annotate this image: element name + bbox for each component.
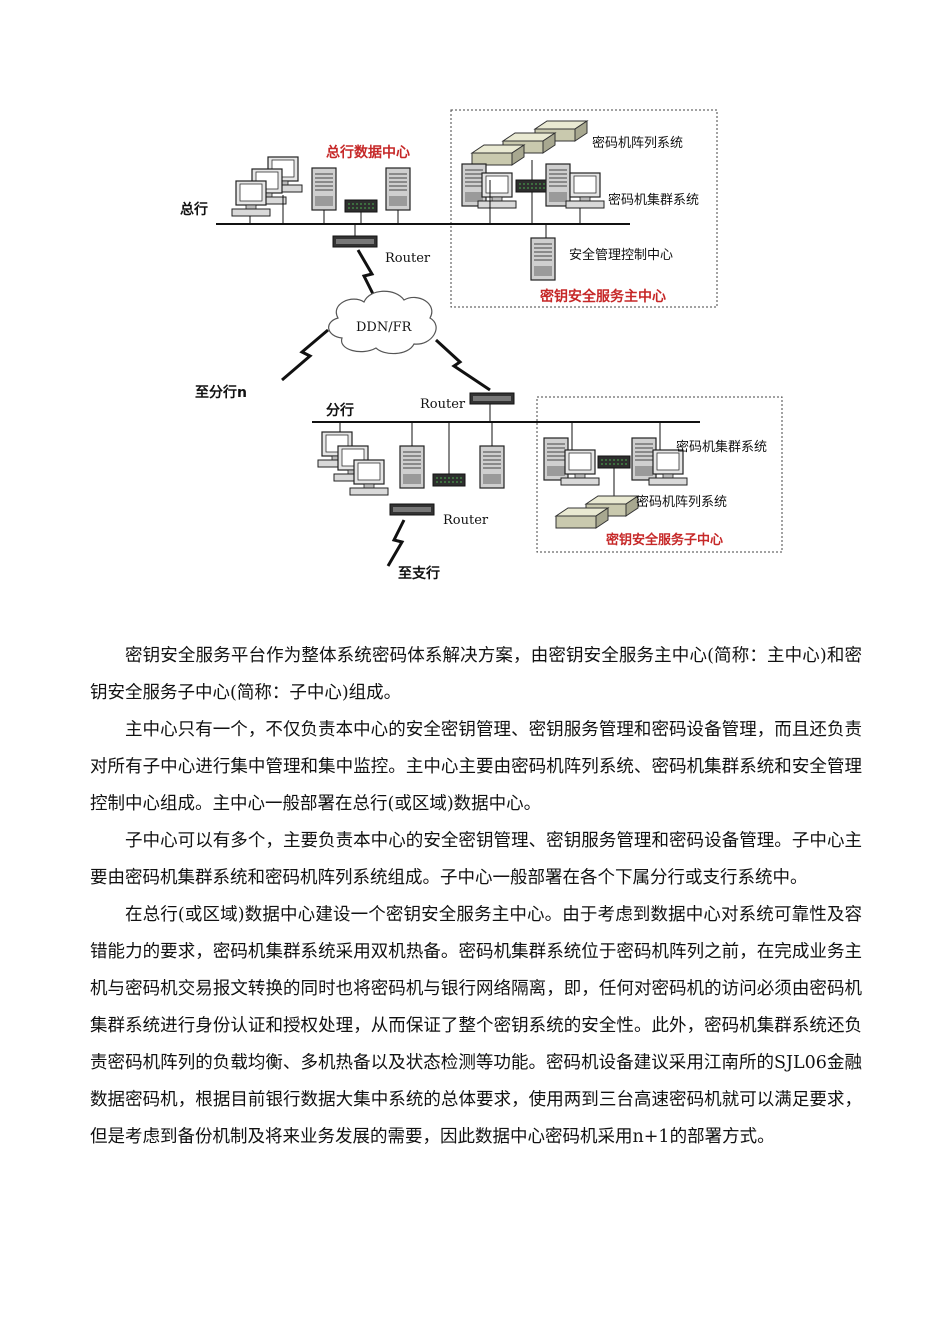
main-cluster-label: 密码机集群系统 [608, 192, 699, 208]
hq-datacenter-label: 总行数据中心 [326, 144, 410, 161]
branch-wan-link [436, 340, 490, 390]
to-branch-n-label: 至分行n [195, 384, 247, 401]
branch-n-link [282, 330, 328, 380]
to-subbranch-label: 至支行 [398, 565, 440, 582]
mgmt-server [531, 224, 555, 280]
hq-workstations [232, 157, 302, 224]
sub-array-devices [556, 496, 638, 528]
branch-router-label: Router [420, 397, 466, 412]
main-cluster-devices [462, 160, 604, 224]
hq-wan-link [358, 250, 376, 300]
paragraph-3: 子中心可以有多个，主要负责本中心的安全密钥管理、密钥服务管理和密码设备管理。子中… [90, 823, 862, 897]
branch-lower-router-label: Router [443, 513, 489, 528]
sub-cluster-devices [544, 422, 687, 500]
hq-label: 总行 [180, 201, 208, 218]
main-array-label: 密码机阵列系统 [592, 135, 683, 151]
paragraph-2: 主中心只有一个，不仅负责本中心的安全密钥管理、密钥服务管理和密码设备管理，而且还… [90, 712, 862, 823]
body-text: 密钥安全服务平台作为整体系统密码体系解决方案，由密钥安全服务主中心(简称：主中心… [90, 638, 862, 1156]
paragraph-1: 密钥安全服务平台作为整体系统密码体系解决方案，由密钥安全服务主中心(简称：主中心… [90, 638, 862, 712]
hq-servers [312, 168, 410, 224]
main-center-label: 密钥安全服务主中心 [539, 288, 666, 305]
hq-router [333, 224, 377, 247]
main-array-devices [472, 121, 587, 165]
network-diagram: 总行 总行数据中心 Router 密码机阵列系统 密码机集群系统 安全管理控制中… [0, 0, 950, 600]
hq-router-label: Router [385, 251, 431, 266]
paragraph-4: 在总行(或区域)数据中心建设一个密钥安全服务主中心。由于考虑到数据中心对系统可靠… [90, 897, 862, 1156]
branch-label: 分行 [326, 402, 354, 419]
branch-lower-router [390, 504, 434, 515]
mgmt-center-label: 安全管理控制中心 [569, 247, 673, 263]
branch-workstations [318, 422, 388, 495]
sub-array-label: 密码机阵列系统 [636, 494, 727, 510]
sub-cluster-label: 密码机集群系统 [676, 439, 767, 455]
branch-servers [400, 422, 504, 488]
subbranch-link [388, 520, 404, 566]
branch-router [470, 393, 514, 422]
cloud-label: DDN/FR [356, 320, 413, 335]
sub-center-label: 密钥安全服务子中心 [605, 532, 723, 548]
